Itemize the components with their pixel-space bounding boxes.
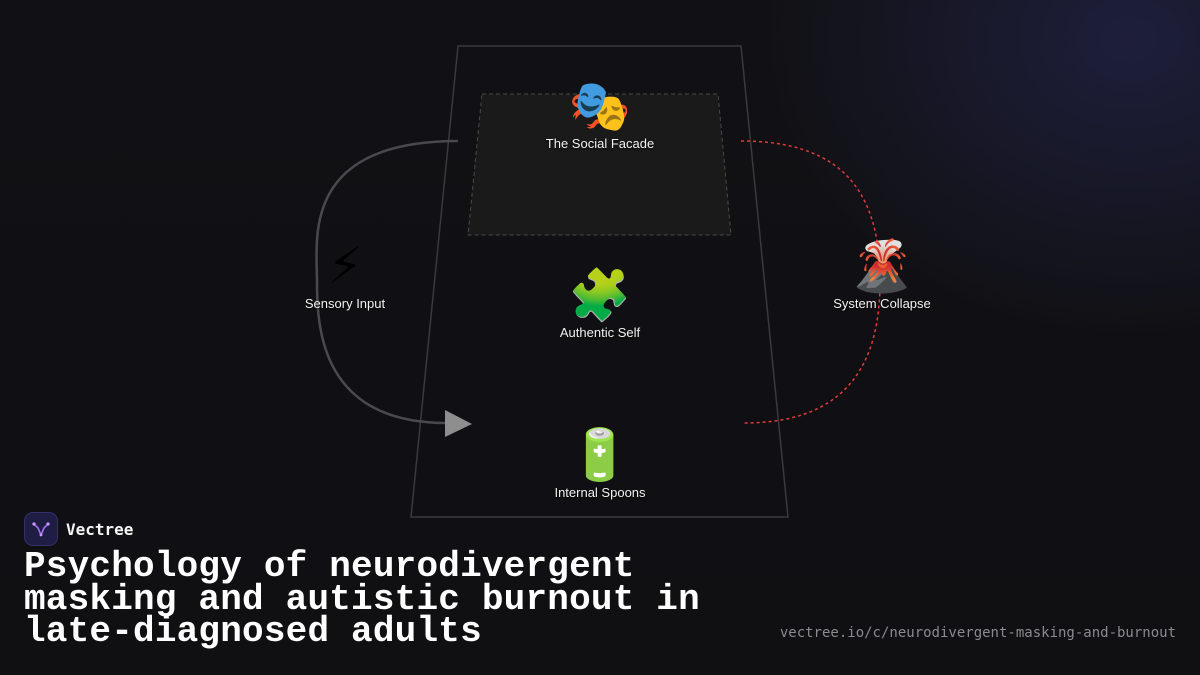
puzzle-piece-icon: 🧩: [568, 266, 632, 324]
battery-icon: 🔋: [568, 426, 632, 484]
sensory-flow-path: [315, 139, 459, 425]
collapse-flow-path: [740, 140, 881, 424]
brand[interactable]: Vectree: [24, 512, 133, 546]
volcano-icon: 🌋: [850, 237, 914, 295]
node-system-collapse: 🌋 System Collapse: [833, 238, 931, 311]
node-sensory-input-label: Sensory Input: [304, 296, 386, 311]
node-sensory-input: ⚡ Sensory Input: [305, 238, 385, 311]
node-authentic-self: 🧩 Authentic Self: [560, 267, 640, 340]
facade-panel: [467, 93, 732, 236]
page-url[interactable]: vectree.io/c/neurodivergent-masking-and-…: [779, 625, 1176, 641]
lightning-bolt-icon: ⚡: [327, 237, 363, 295]
brand-name: Vectree: [66, 519, 134, 539]
node-internal-spoons: 🔋 Internal Spoons: [554, 427, 645, 500]
node-social-facade: 🎭 The Social Facade: [546, 78, 654, 151]
node-internal-spoons-label: Internal Spoons: [554, 485, 646, 500]
performing-arts-masks-icon: 🎭: [568, 77, 632, 135]
vectree-logo-icon: [24, 512, 58, 546]
node-authentic-self-label: Authentic Self: [559, 325, 641, 340]
page-title: Psychology of neurodivergent masking and…: [24, 546, 700, 652]
sensory-flow-arrowhead: [445, 410, 472, 437]
node-social-facade-label: The Social Facade: [545, 136, 655, 151]
node-system-collapse-label: System Collapse: [833, 296, 931, 311]
outer-frame: [410, 45, 789, 518]
